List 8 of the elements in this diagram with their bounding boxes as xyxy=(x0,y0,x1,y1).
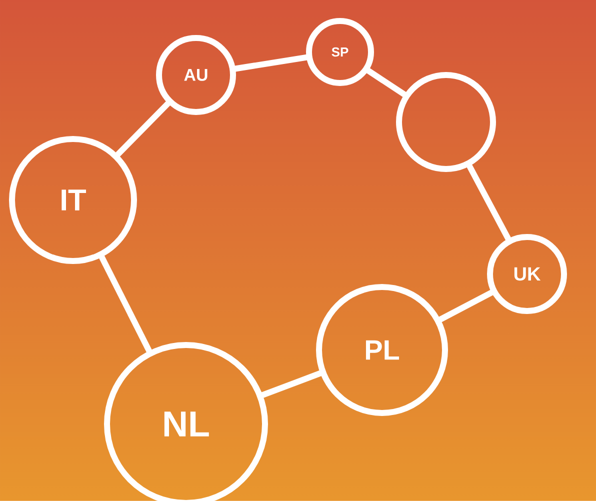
connector-line xyxy=(437,288,495,323)
connector-line xyxy=(466,162,512,242)
connector-line xyxy=(114,100,172,158)
connector-line xyxy=(260,370,324,399)
connector-line xyxy=(365,67,408,98)
empty-circle xyxy=(396,72,496,172)
connector-line xyxy=(233,54,309,72)
connector-line xyxy=(98,254,153,354)
